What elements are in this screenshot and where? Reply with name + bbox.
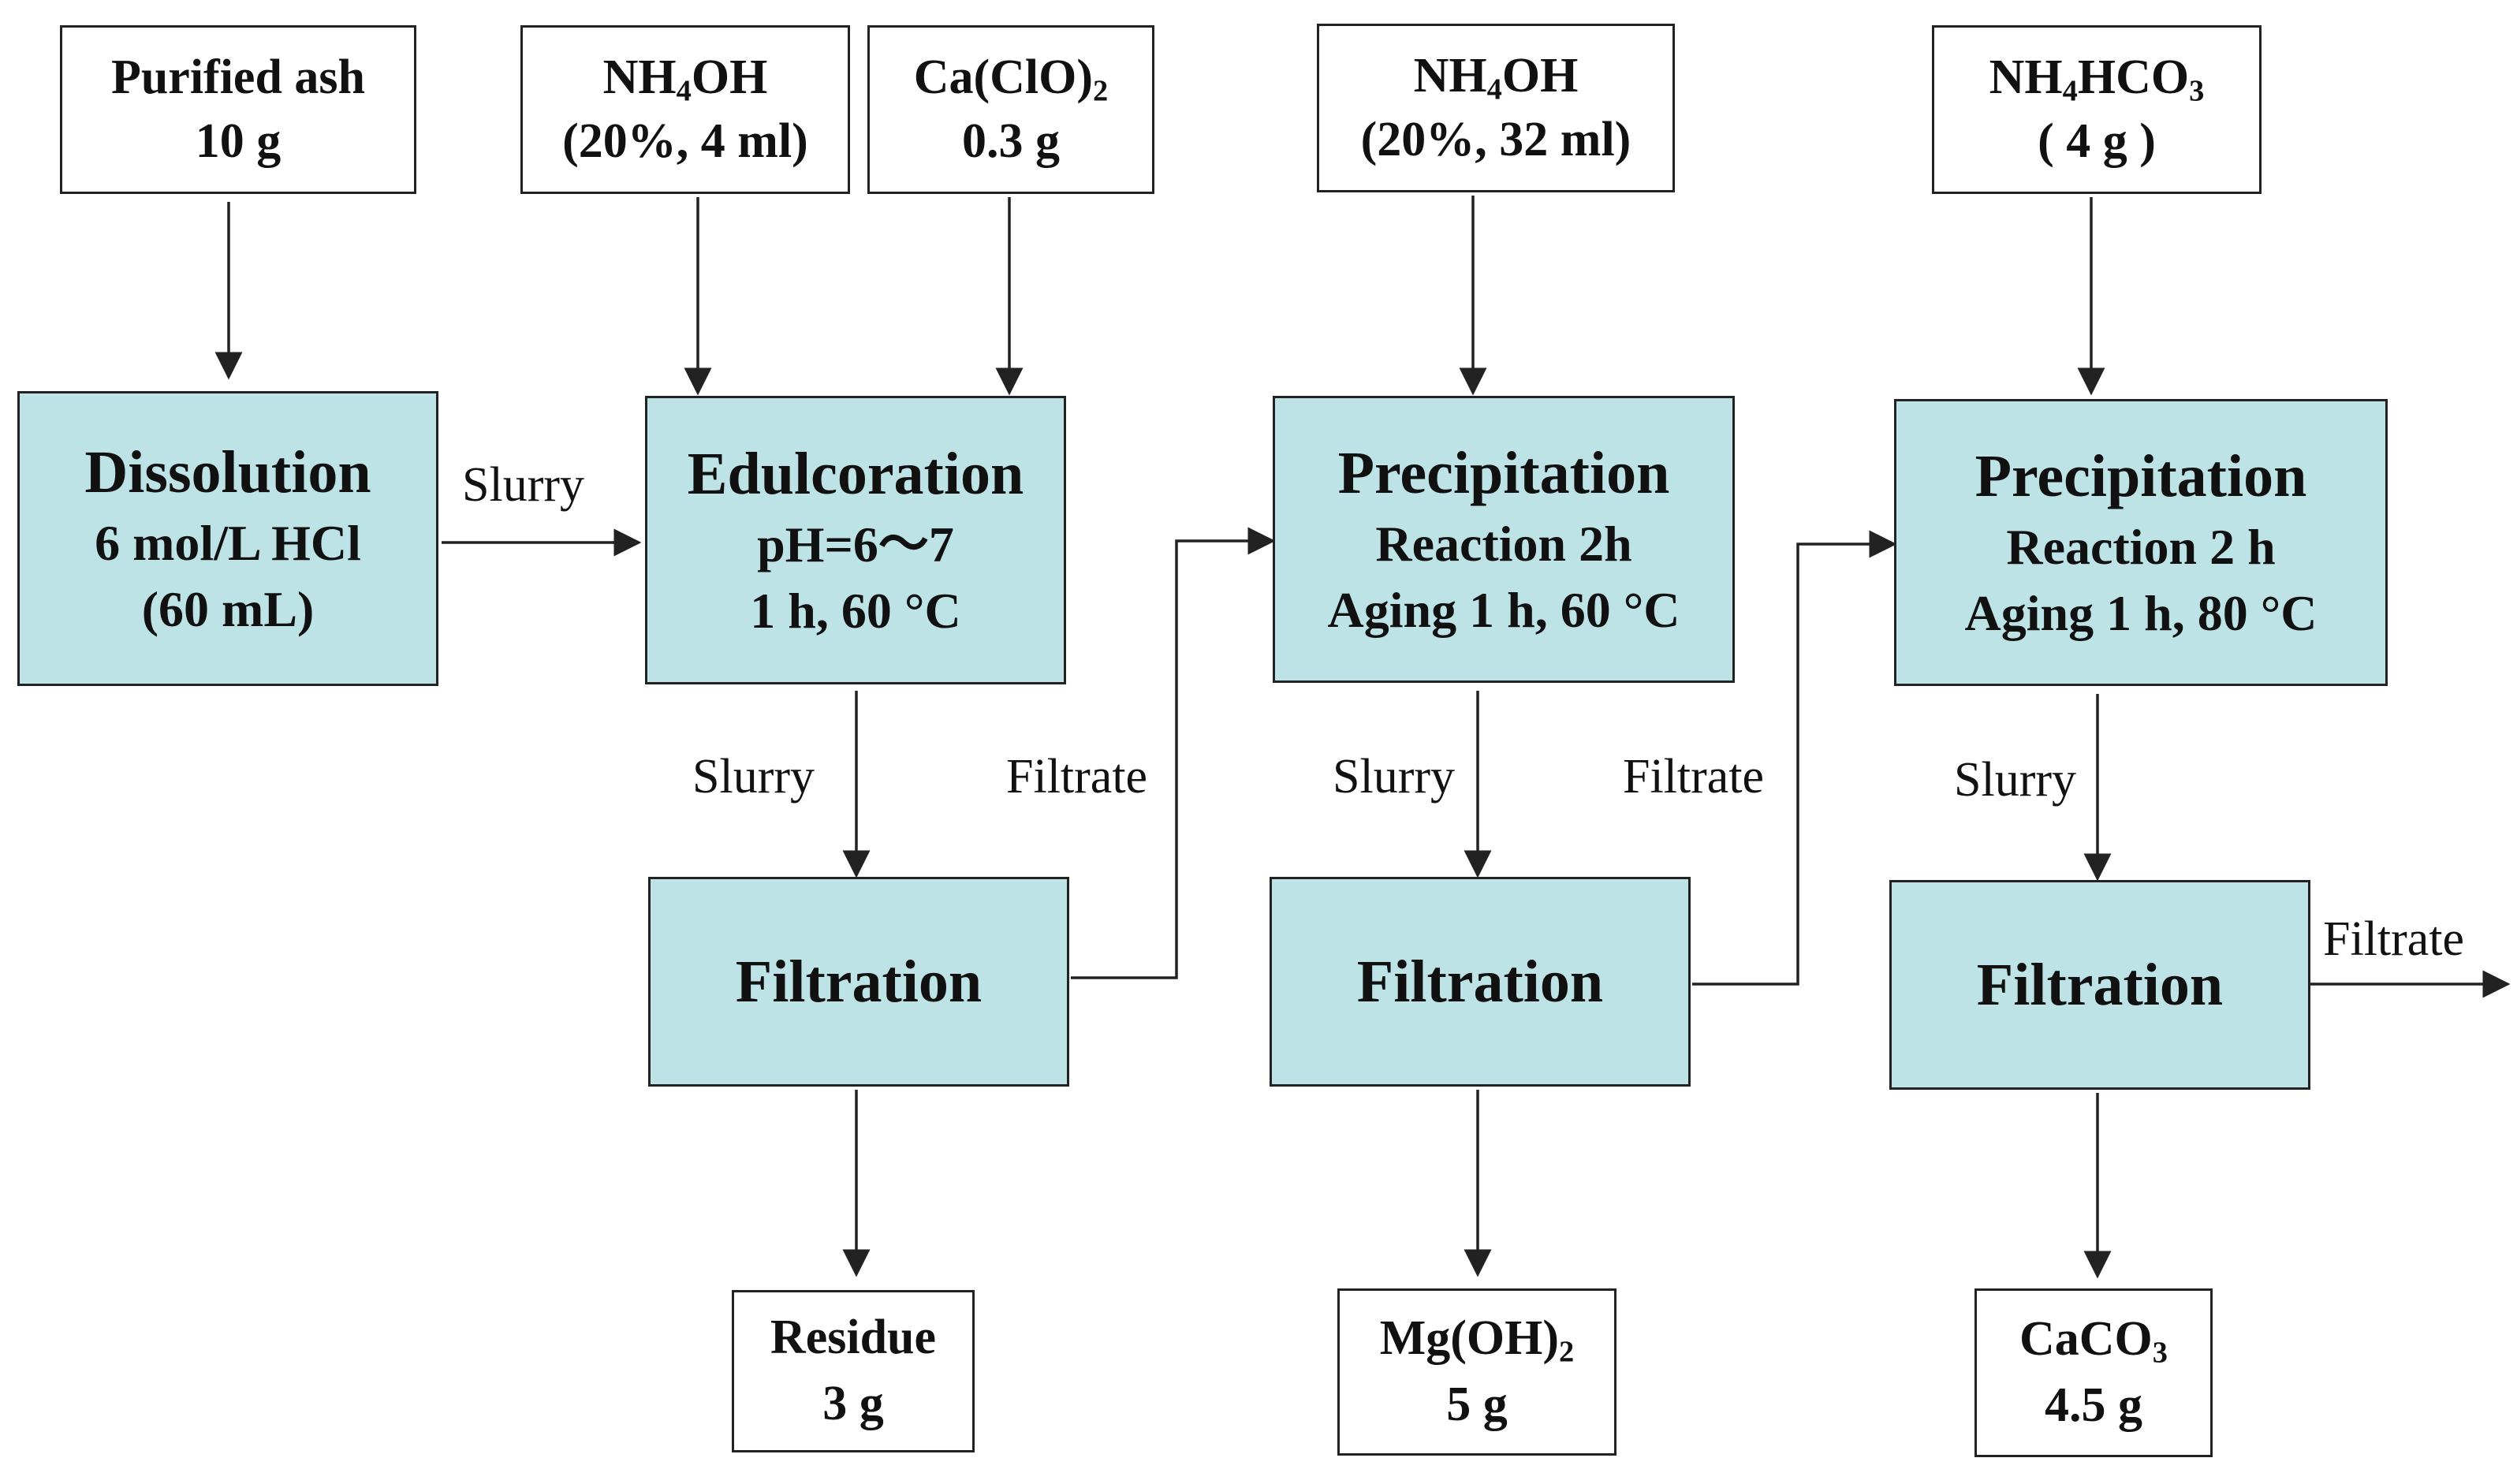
output-caco3: CaCO3 4.5 g	[1974, 1288, 2213, 1457]
input-ash-amount: 10 g	[195, 114, 282, 168]
filtration-1-title: Filtration	[735, 948, 983, 1015]
label-filtrate-2: Filtrate	[1623, 750, 1765, 804]
input-nh4oh-1: NH4OH (20%, 4 ml)	[520, 25, 850, 194]
precipitation-2-reaction: Reaction 2 h	[2006, 519, 2276, 576]
caco3-amount: 4.5 g	[2045, 1378, 2142, 1432]
filtration-3-title: Filtration	[1976, 951, 2224, 1018]
dissolution-reagent: 6 mol/L HCl	[95, 515, 361, 572]
input-ash-name: Purified ash	[110, 50, 366, 105]
label-slurry-precipitation-1: Slurry	[1333, 750, 1455, 804]
process-edulcoration: Edulcoration pH=6～7 1 h, 60 °C	[645, 396, 1066, 684]
input-nh4hco3: NH4HCO3 ( 4 g )	[1932, 25, 2262, 194]
edulcoration-title: Edulcoration	[687, 441, 1024, 508]
input-nh4hco3-amount: ( 4 g )	[2038, 114, 2156, 168]
input-purified-ash: Purified ash 10 g	[60, 25, 416, 194]
output-mgoh2: Mg(OH)2 5 g	[1337, 1288, 1616, 1456]
arrow-filtrate2-to-precip2	[1692, 530, 1897, 986]
edulcoration-conditions: 1 h, 60 °C	[750, 582, 961, 639]
precipitation-1-title: Precipitation	[1337, 440, 1670, 507]
precipitation-1-aging: Aging 1 h, 60 °C	[1327, 581, 1680, 638]
arrow-filtrate1-to-precip1	[1071, 527, 1276, 979]
output-residue: Residue 3 g	[732, 1290, 975, 1452]
process-precipitation-1: Precipitation Reaction 2h Aging 1 h, 60 …	[1273, 396, 1735, 683]
process-precipitation-2: Precipitation Reaction 2 h Aging 1 h, 80…	[1894, 399, 2388, 686]
precipitation-2-title: Precipitation	[1974, 443, 2307, 510]
label-slurry-dissolution: Slurry	[462, 458, 584, 512]
input-nh4oh-2-formula: NH4OH	[1413, 49, 1579, 107]
label-slurry-precipitation-2: Slurry	[1954, 753, 2076, 807]
label-slurry-edulcoration: Slurry	[692, 750, 815, 804]
label-filtrate-3: Filtrate	[2323, 912, 2465, 966]
process-filtration-1: Filtration	[648, 877, 1069, 1087]
mgoh2-amount: 5 g	[1446, 1378, 1508, 1431]
input-caclo2-amount: 0.3 g	[962, 114, 1060, 168]
process-filtration-2: Filtration	[1270, 877, 1691, 1087]
dissolution-volume: (60 mL)	[141, 580, 315, 637]
input-nh4oh-1-amount: (20%, 4 ml)	[562, 114, 808, 168]
residue-amount: 3 g	[822, 1377, 884, 1430]
dissolution-title: Dissolution	[84, 439, 371, 506]
input-caclo2-formula: Ca(ClO)2	[913, 50, 1109, 109]
filtration-2-title: Filtration	[1356, 948, 1604, 1015]
input-nh4hco3-formula: NH4HCO3	[1989, 50, 2205, 109]
process-dissolution: Dissolution 6 mol/L HCl (60 mL)	[17, 391, 438, 686]
label-filtrate-1: Filtrate	[1006, 750, 1148, 804]
precipitation-2-aging: Aging 1 h, 80 °C	[1964, 584, 2318, 641]
input-nh4oh-2: NH4OH (20%, 32 ml)	[1317, 24, 1675, 192]
caco3-formula: CaCO3	[2019, 1312, 2168, 1370]
mgoh2-formula: Mg(OH)2	[1379, 1311, 1575, 1369]
edulcoration-ph: pH=6～7	[757, 516, 954, 573]
input-nh4oh-1-formula: NH4OH	[602, 50, 768, 109]
process-filtration-3: Filtration	[1889, 880, 2310, 1090]
precipitation-1-reaction: Reaction 2h	[1375, 516, 1632, 572]
input-caclo2: Ca(ClO)2 0.3 g	[867, 25, 1154, 194]
input-nh4oh-2-amount: (20%, 32 ml)	[1360, 113, 1631, 166]
residue-name: Residue	[770, 1311, 937, 1365]
